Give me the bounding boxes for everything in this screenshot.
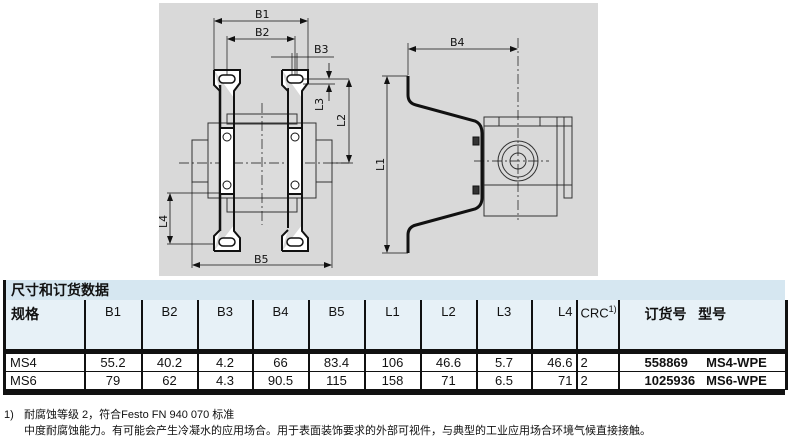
dim-label-l2: L2 xyxy=(335,114,348,127)
cell-l1: 106 xyxy=(363,354,421,372)
col-header-l3: L3 xyxy=(475,300,532,349)
dim-label-l3: L3 xyxy=(313,98,326,111)
dim-label-l4: L4 xyxy=(159,215,170,228)
col-header-b4: B4 xyxy=(251,300,309,349)
footnote-line-1: 1) 耐腐蚀等级 2，符合Festo FN 940 070 标准 xyxy=(4,407,651,423)
cell-l2: 46.6 xyxy=(419,354,477,372)
table-row: MS6 79 62 4.3 90.5 115 158 71 6.5 71 2 1… xyxy=(3,371,788,390)
cell-b2: 62 xyxy=(140,371,198,390)
port-right xyxy=(315,139,333,183)
footnote-text-1: 耐腐蚀等级 2，符合Festo FN 940 070 标准 xyxy=(24,409,235,421)
side-view xyxy=(382,38,573,254)
dim-label-b5: B5 xyxy=(254,253,269,266)
cell-b3: 4.2 xyxy=(196,354,253,372)
part-number: 558869 xyxy=(644,355,688,370)
table-title: 尺寸和订货数据 xyxy=(3,280,785,300)
col-header-crc: CRC1) xyxy=(575,300,619,349)
cell-b3: 4.3 xyxy=(196,371,253,390)
col-header-b5: B5 xyxy=(307,300,365,349)
cell-l4: 46.6 xyxy=(530,354,577,372)
cell-crc: 2 xyxy=(575,371,619,390)
col-header-order: 订货号 型号 xyxy=(617,300,788,349)
cell-spec: MS4 xyxy=(3,354,85,372)
type-code: MS6-WPE xyxy=(706,373,767,388)
col-header-b3: B3 xyxy=(196,300,253,349)
cell-l2: 71 xyxy=(419,371,477,390)
front-view xyxy=(167,18,353,268)
cell-b5: 115 xyxy=(307,371,365,390)
footnote: 1) 耐腐蚀等级 2，符合Festo FN 940 070 标准 中度耐腐蚀能力。… xyxy=(4,407,651,439)
footnote-text-2: 中度耐腐蚀能力。有可能会产生冷凝水的应用场合。用于表面装饰要求的外部可视件，与典… xyxy=(24,425,651,437)
table-header-row: 规格 B1 B2 B3 B4 B5 L1 L2 L3 L4 CRC1) 订货号 … xyxy=(3,300,788,349)
cell-order: 1025936 MS6-WPE xyxy=(617,371,788,390)
col-header-l4: L4 xyxy=(530,300,577,349)
col-header-l1: L1 xyxy=(363,300,421,349)
side-bracket xyxy=(406,76,484,253)
table-bottom-bar xyxy=(3,390,785,395)
cell-b4: 90.5 xyxy=(251,371,309,390)
dim-label-l1: L1 xyxy=(374,158,387,171)
cell-l3: 6.5 xyxy=(475,371,532,390)
cell-b5: 83.4 xyxy=(307,354,365,372)
part-number: 1025936 xyxy=(644,373,696,388)
technical-drawing: B1 B2 B3 L3 L2 L4 B5 xyxy=(159,3,598,276)
cell-b2: 40.2 xyxy=(140,354,198,372)
dimensions-ordering-table: 尺寸和订货数据 规格 B1 B2 B3 B4 B5 L1 L2 L3 L4 CR… xyxy=(3,280,788,395)
footnote-ref: 1) xyxy=(608,304,617,314)
col-header-spec: 规格 xyxy=(3,300,85,349)
cell-spec: MS6 xyxy=(3,371,85,390)
cell-l1: 158 xyxy=(363,371,421,390)
dim-label-b2: B2 xyxy=(255,26,270,39)
cell-l3: 5.7 xyxy=(475,354,532,372)
col-header-b2: B2 xyxy=(140,300,198,349)
table-row: MS4 55.2 40.2 4.2 66 83.4 106 46.6 5.7 4… xyxy=(3,354,788,372)
header-separator xyxy=(3,349,788,354)
dim-label-b1: B1 xyxy=(255,8,270,21)
cell-order: 558869 MS4-WPE xyxy=(617,354,788,372)
footnote-mark: 1) xyxy=(4,409,14,421)
type-code: MS4-WPE xyxy=(706,355,767,370)
cell-b1: 55.2 xyxy=(83,354,142,372)
cell-b1: 79 xyxy=(83,371,142,390)
bracket-drawing-svg: B1 B2 B3 L3 L2 L4 B5 xyxy=(159,8,573,268)
cell-crc: 2 xyxy=(575,354,619,372)
col-header-b1: B1 xyxy=(83,300,142,349)
cell-l4: 71 xyxy=(530,371,577,390)
dim-label-b3: B3 xyxy=(314,43,329,56)
col-header-l2: L2 xyxy=(419,300,477,349)
crc-label: CRC xyxy=(580,305,609,321)
dim-label-b4: B4 xyxy=(450,36,465,49)
cell-b4: 66 xyxy=(251,354,309,372)
port-left xyxy=(191,139,209,183)
